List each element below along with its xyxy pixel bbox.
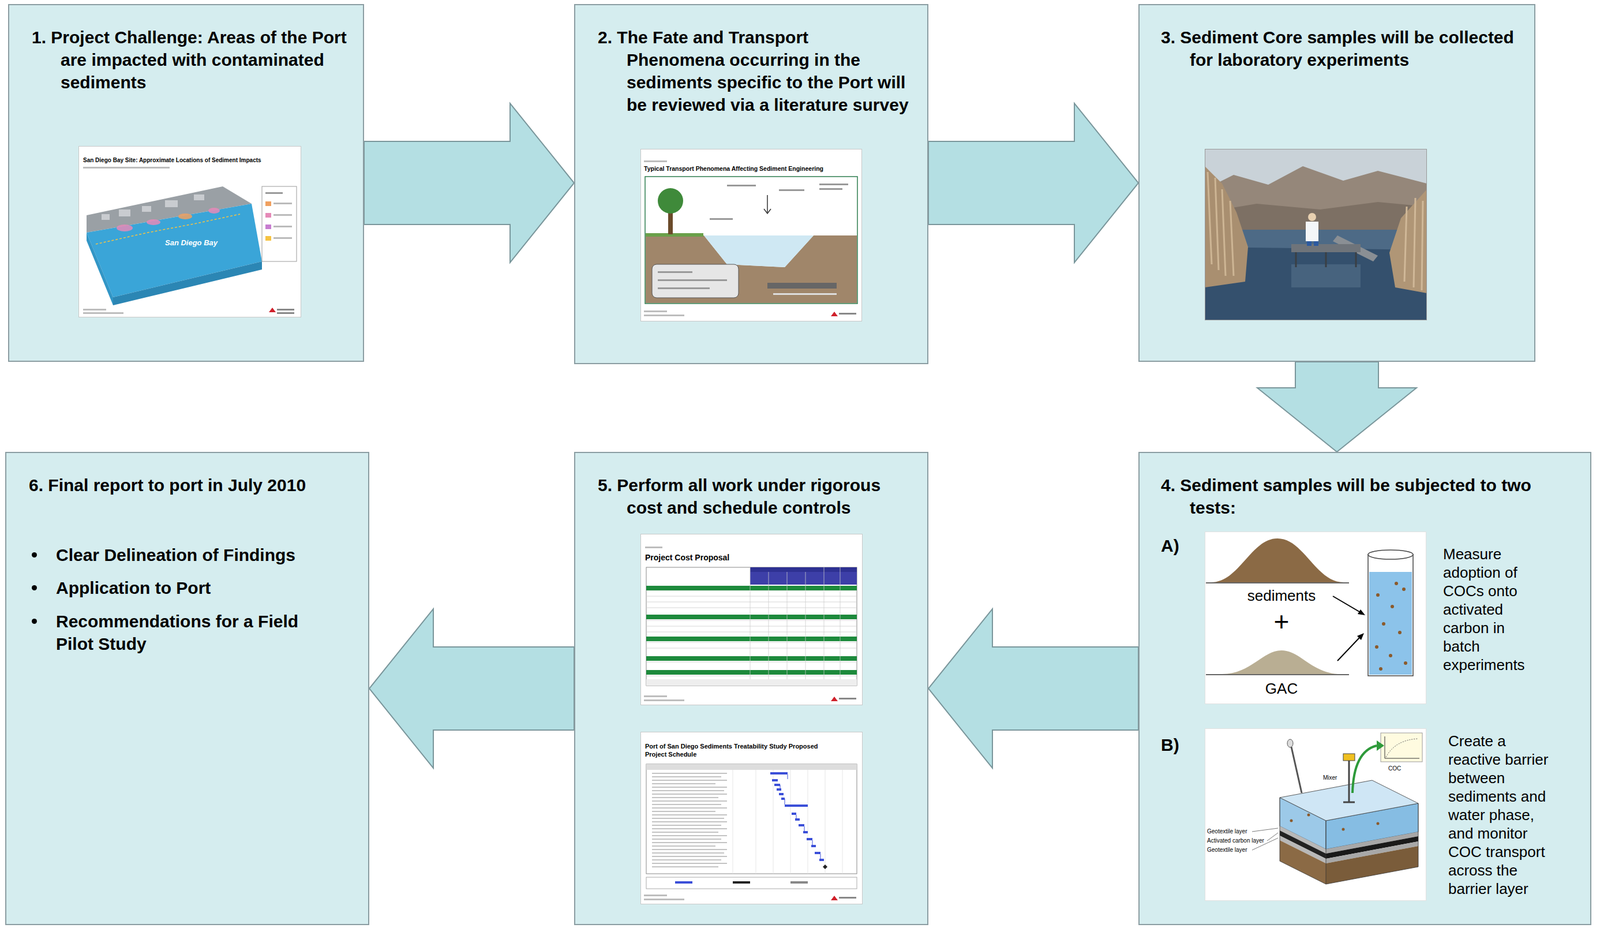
- figure-label: San Diego Bay: [165, 238, 229, 248]
- step-box: 2. The Fate and Transport Phenomena occu…: [574, 4, 929, 365]
- map-thumbnail: [78, 145, 302, 318]
- step-box: 5. Perform all work under rigorous cost …: [574, 451, 929, 925]
- figure-label: Typical Transport Phenomena Affecting Se…: [643, 165, 860, 173]
- figure-label: Geotextile layer: [1207, 827, 1265, 835]
- figure-label: San Diego Bay Site: Approximate Location…: [83, 156, 298, 164]
- bullet-dot: [31, 618, 37, 624]
- figure-label: Mixer: [1323, 774, 1347, 782]
- step-heading: 4. Sediment samples will be subjected to…: [1160, 473, 1542, 519]
- step-heading: 5. Perform all work under rigorous cost …: [597, 473, 921, 519]
- transport-thumbnail: [640, 148, 863, 322]
- figure-label: +: [1264, 607, 1299, 636]
- test-letter: A): [1160, 534, 1202, 557]
- figure-label: COC: [1388, 765, 1412, 773]
- step-box: 3. Sediment Core samples will be collect…: [1138, 4, 1536, 362]
- test-letter: B): [1160, 733, 1202, 756]
- figure-label: sediments: [1246, 586, 1317, 605]
- block-arrow: [928, 608, 1139, 768]
- field-photo: [1204, 148, 1427, 321]
- block-arrow: [1257, 361, 1417, 452]
- step-box: 6. Final report to port in July 2010Clea…: [5, 451, 370, 925]
- bullet-item: Recommendations for a Field Pilot Study: [55, 609, 328, 655]
- figure-label: Geotextile layer: [1207, 846, 1265, 854]
- bullet-dot: [31, 585, 37, 591]
- figure-label: Activated carbon layer: [1207, 837, 1265, 845]
- block-arrow: [364, 103, 575, 263]
- step-heading: 2. The Fate and Transport Phenomena occu…: [597, 25, 910, 116]
- test-description: Create a reactive barrier between sedime…: [1448, 731, 1557, 898]
- test-description: Measure adoption of COCs onto activated …: [1443, 544, 1543, 674]
- step-heading: 1. Project Challenge: Areas of the Port …: [31, 25, 355, 94]
- barrier-test-illustration: [1204, 728, 1427, 901]
- figure-label: Project Cost Proposal: [645, 552, 853, 563]
- bullet-item: Clear Delineation of Findings: [55, 543, 328, 567]
- block-arrow: [369, 608, 575, 768]
- step-box: 1. Project Challenge: Areas of the Port …: [8, 4, 365, 362]
- batch-test-illustration: [1204, 531, 1427, 704]
- step-box: 4. Sediment samples will be subjected to…: [1138, 451, 1592, 925]
- bullet-dot: [31, 552, 37, 558]
- step-heading: 3. Sediment Core samples will be collect…: [1160, 25, 1525, 71]
- figure-label: Port of San Diego Sediments Treatability…: [645, 742, 819, 759]
- figure-label: GAC: [1246, 679, 1317, 698]
- bullet-item: Application to Port: [55, 576, 328, 599]
- step-heading: 6. Final report to port in July 2010: [28, 473, 364, 497]
- block-arrow: [928, 103, 1139, 263]
